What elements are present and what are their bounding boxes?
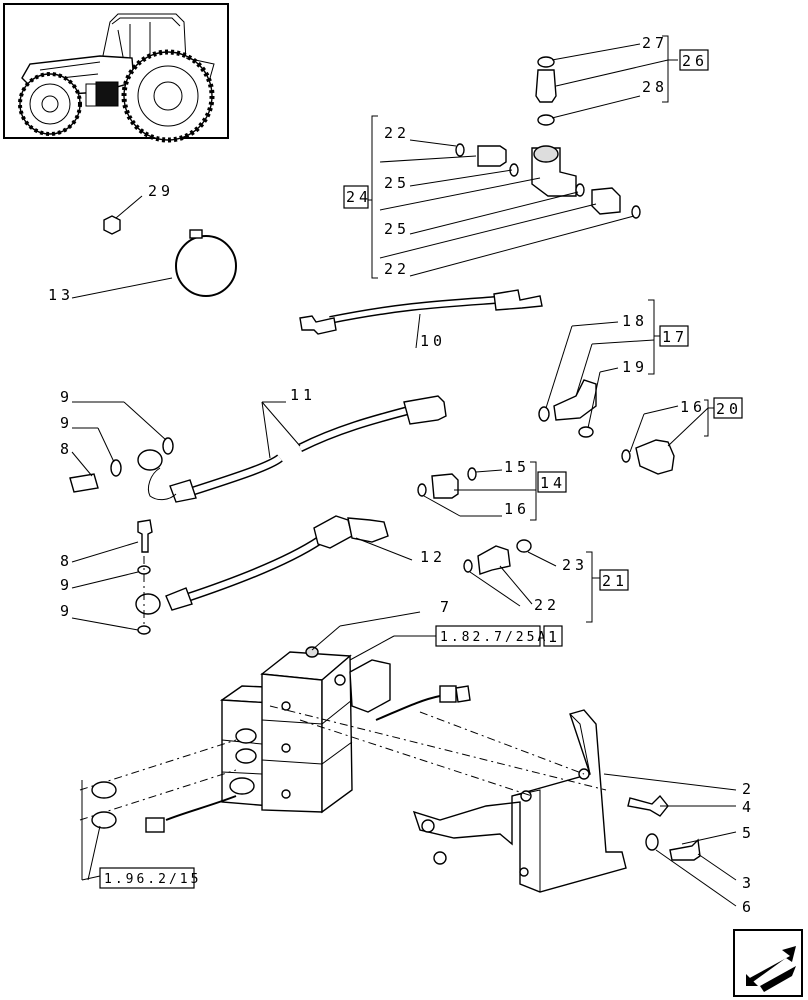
tee-fitting-group xyxy=(368,35,678,279)
reference-hoses: 1.96.2/15 xyxy=(104,872,201,887)
control-valve-block xyxy=(79,611,471,881)
label-22: 22 xyxy=(384,124,410,142)
label-16: 16 xyxy=(504,500,530,518)
assembly-1: 1 xyxy=(548,628,561,646)
reference-valve: 1.82.7/25A xyxy=(440,630,548,645)
label-13: 13 xyxy=(48,286,74,304)
label-25: 25 xyxy=(384,220,410,238)
label-22: 22 xyxy=(384,260,410,278)
assembly-14: 14 xyxy=(540,474,566,492)
assembly-21: 21 xyxy=(602,572,628,590)
label-25: 25 xyxy=(384,174,410,192)
tractor-thumbnail-icon xyxy=(3,3,229,143)
assembly-boxes: 24 26 17 20 14 21 1 1.82.7/25A 1.96.2/15 xyxy=(99,49,743,889)
label-16: 16 xyxy=(680,398,706,416)
label-6: 6 xyxy=(742,898,755,916)
label-9: 9 xyxy=(60,576,73,594)
assembly-20: 20 xyxy=(716,400,742,418)
fitting-21 xyxy=(463,539,600,623)
label-22: 22 xyxy=(534,596,560,614)
label-3: 3 xyxy=(742,874,755,892)
assembly-26: 26 xyxy=(682,52,708,70)
hose-12 xyxy=(71,515,413,635)
label-28: 28 xyxy=(642,78,668,96)
label-2: 2 xyxy=(742,780,755,798)
label-29: 29 xyxy=(148,182,174,200)
next-page-arrow-icon[interactable] xyxy=(733,929,803,997)
assembly-17: 17 xyxy=(662,328,688,346)
part-number-labels: 27 28 22 25 25 22 29 13 10 18 19 11 9 9 … xyxy=(48,34,755,916)
fittings-14 xyxy=(417,461,537,521)
label-9: 9 xyxy=(60,414,73,432)
label-9: 9 xyxy=(60,388,73,406)
mounting-bracket xyxy=(269,705,737,907)
label-8: 8 xyxy=(60,440,73,458)
assembly-24: 24 xyxy=(346,188,372,206)
label-23: 23 xyxy=(562,556,588,574)
nut-and-clip xyxy=(71,195,237,299)
hose-11 xyxy=(69,395,447,503)
label-27: 27 xyxy=(642,34,668,52)
label-11: 11 xyxy=(290,386,316,404)
elbow-fitting-20 xyxy=(621,399,714,475)
label-9: 9 xyxy=(60,602,73,620)
label-5: 5 xyxy=(742,824,755,842)
label-19: 19 xyxy=(622,358,648,376)
label-18: 18 xyxy=(622,312,648,330)
label-7: 7 xyxy=(440,598,453,616)
label-15: 15 xyxy=(504,458,530,476)
label-4: 4 xyxy=(742,798,755,816)
hose-10 xyxy=(299,289,543,349)
elbow-fitting-17 xyxy=(538,299,660,438)
label-8: 8 xyxy=(60,552,73,570)
label-12: 12 xyxy=(420,548,446,566)
label-10: 10 xyxy=(420,332,446,350)
